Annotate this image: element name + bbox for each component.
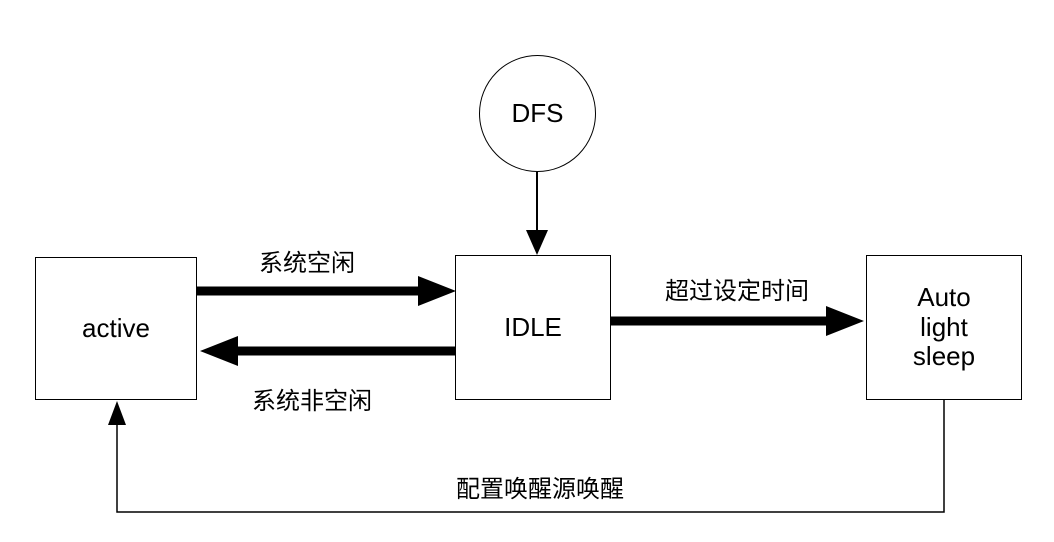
edge-system-not-idle-arrowhead: [200, 336, 238, 366]
edge-system-idle-arrowhead: [418, 276, 456, 306]
edge-label-wake-source: 配置唤醒源唤醒: [456, 476, 624, 503]
node-auto-light-sleep: Auto light sleep: [866, 255, 1022, 400]
node-active-label: active: [82, 312, 150, 343]
node-dfs: DFS: [479, 55, 596, 172]
edge-wake-source-arrowhead: [108, 401, 126, 425]
edge-exceed-set-time-arrowhead: [826, 306, 864, 336]
edge-wake-source-line: [116, 400, 945, 513]
edge-dfs-to-idle-arrowhead: [526, 230, 548, 255]
edge-label-exceed-set-time: 超过设定时间: [665, 278, 809, 305]
edge-label-system-idle: 系统空闲: [259, 250, 355, 277]
node-active: active: [35, 257, 197, 400]
edge-label-system-not-idle: 系统非空闲: [252, 388, 372, 415]
node-idle: IDLE: [455, 255, 611, 400]
node-auto-light-sleep-label: Auto light sleep: [912, 281, 976, 372]
node-dfs-label: DFS: [511, 97, 564, 128]
node-idle-label: IDLE: [504, 311, 562, 342]
